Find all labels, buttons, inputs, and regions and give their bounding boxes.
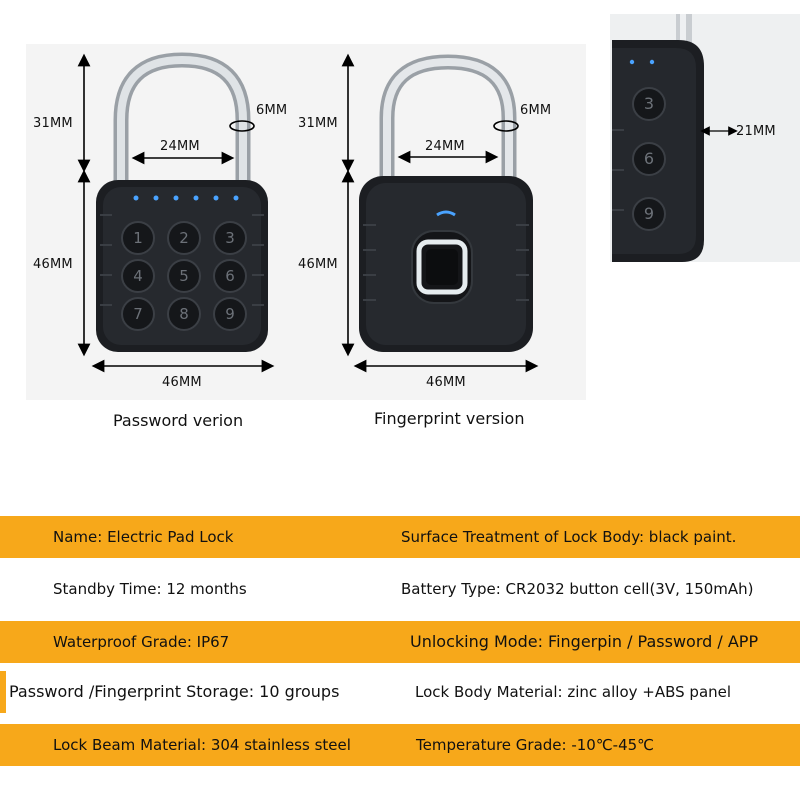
key-8: 8	[167, 297, 201, 331]
spec-beam-material: Lock Beam Material: 304 stainless steel	[53, 736, 351, 754]
pw-body-height-label: 46MM	[33, 257, 73, 272]
fp-body-width-label: 46MM	[426, 375, 466, 390]
pw-shackle-thickness-label: 6MM	[256, 103, 288, 118]
side-key-3: 3	[632, 87, 666, 121]
spec-row-2: Standby Time: 12 months Battery Type: CR…	[0, 568, 800, 610]
key-2: 2	[167, 221, 201, 255]
spec-body-material: Lock Body Material: zinc alloy +ABS pane…	[415, 683, 732, 701]
fp-shackle-width-label: 24MM	[425, 139, 465, 154]
key-6: 6	[213, 259, 247, 293]
key-1: 1	[121, 221, 155, 255]
side-depth-label: 21MM	[736, 124, 776, 139]
spec-standby-time: Standby Time: 12 months	[53, 580, 247, 598]
key-3: 3	[213, 221, 247, 255]
spec-row-1: Name: Electric Pad Lock Surface Treatmen…	[0, 516, 800, 558]
spec-waterproof-grade: Waterproof Grade: IP67	[53, 633, 230, 651]
fingerprint-lock-image	[359, 54, 533, 352]
spec-surface-treatment: Surface Treatment of Lock Body: black pa…	[401, 528, 737, 546]
spec-row-3: Waterproof Grade: IP67 Unlocking Mode: F…	[0, 621, 800, 663]
spec-row-4: Password /Fingerprint Storage: 10 groups…	[0, 671, 800, 713]
spec-storage: Password /Fingerprint Storage: 10 groups	[9, 682, 340, 701]
spec-unlocking-mode: Unlocking Mode: Fingerpin / Password / A…	[410, 632, 759, 651]
pw-body-width-label: 46MM	[162, 375, 202, 390]
fp-body-height-label: 46MM	[298, 257, 338, 272]
password-version-caption: Password verion	[113, 411, 244, 430]
dimension-arrows	[77, 53, 738, 373]
fp-shackle-thickness-label: 6MM	[520, 103, 552, 118]
spec-name: Name: Electric Pad Lock	[53, 528, 234, 546]
key-7: 7	[121, 297, 155, 331]
side-key-9: 9	[632, 197, 666, 231]
side-key-6: 6	[632, 142, 666, 176]
fp-shackle-height-label: 31MM	[298, 116, 338, 131]
key-5: 5	[167, 259, 201, 293]
spec-row-5: Lock Beam Material: 304 stainless steel …	[0, 724, 800, 766]
pw-shackle-width-label: 24MM	[160, 139, 200, 154]
fingerprint-version-caption: Fingerprint version	[374, 409, 525, 428]
key-4: 4	[121, 259, 155, 293]
spec-temperature-grade: Temperature Grade: -10℃-45℃	[416, 736, 655, 754]
pw-shackle-height-label: 31MM	[33, 116, 73, 131]
key-9: 9	[213, 297, 247, 331]
spec-battery-type: Battery Type: CR2032 button cell(3V, 150…	[401, 580, 754, 598]
